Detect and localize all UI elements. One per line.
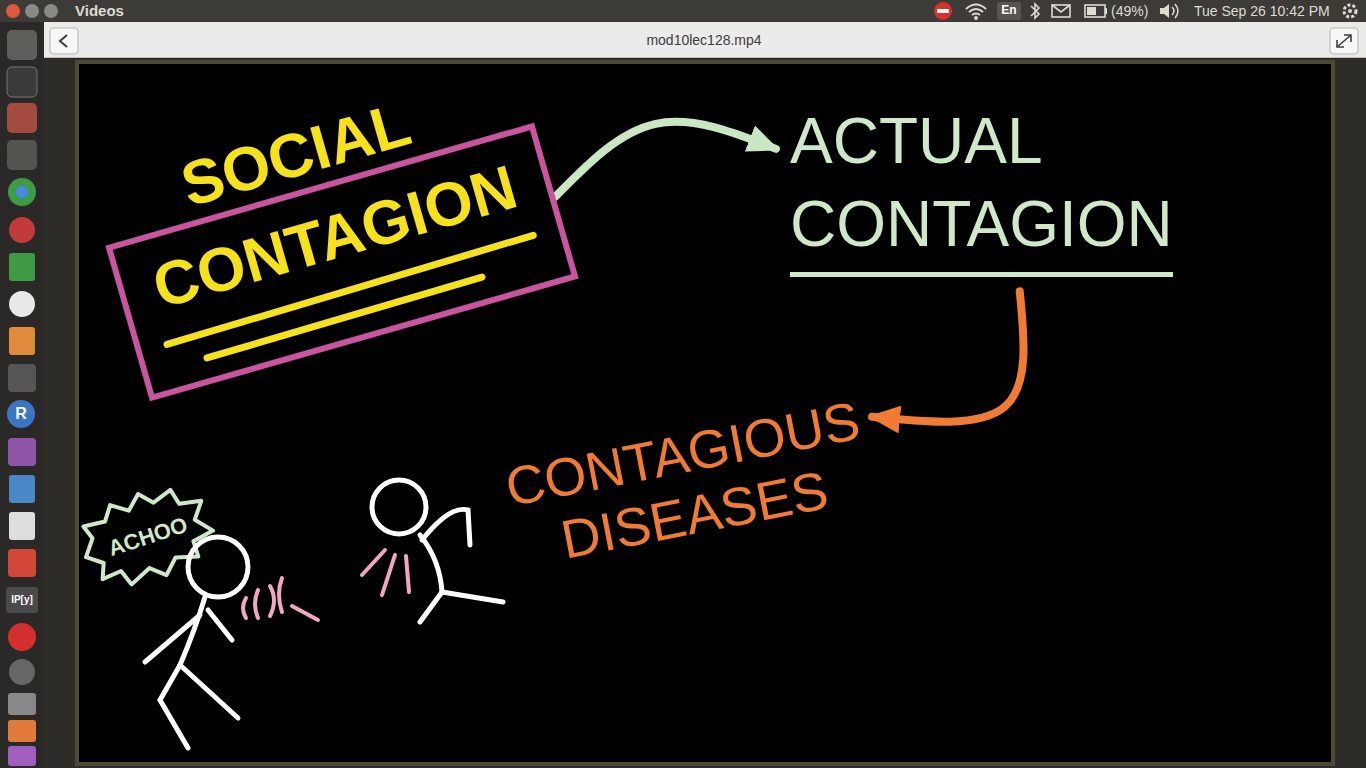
figure-arm: [208, 610, 232, 640]
launcher-icon: [7, 67, 37, 97]
spray-line: [279, 578, 282, 612]
battery-level: [1087, 7, 1096, 15]
minimize-button: [25, 4, 39, 18]
spray-line: [362, 550, 385, 575]
arrow-connector: [555, 122, 776, 197]
screen-label: R: [15, 405, 27, 423]
underline-stroke: [206, 277, 482, 358]
launcher-bar: [0, 22, 44, 768]
back-button: [50, 28, 78, 54]
figure-body: [420, 535, 442, 592]
top-panel: [0, 0, 1366, 22]
screen-label: En: [1001, 4, 1016, 17]
launcher-icon: [9, 327, 35, 355]
underline-stroke: [166, 235, 534, 344]
launcher-icon: [9, 512, 35, 540]
launcher-icon: [8, 693, 36, 715]
screen-label: Videos: [75, 3, 124, 20]
screen-label: IP[y]: [11, 594, 33, 605]
spray-line: [243, 598, 246, 618]
figure-leg: [160, 665, 188, 748]
sneezing-figure: [145, 537, 248, 748]
underlined-heading: ACTUAL CONTAGION: [790, 100, 1173, 277]
battery-tip: [1105, 8, 1107, 14]
figure-leg: [442, 592, 503, 602]
mail-icon: [1052, 5, 1070, 17]
launcher-icon: [8, 549, 36, 577]
maximize-button: [44, 4, 58, 18]
cough-spray: [362, 550, 409, 595]
figure-arm: [422, 509, 470, 545]
mail-flap: [1052, 5, 1070, 12]
fullscreen-button: [1330, 28, 1358, 54]
dnd-icon: [934, 2, 952, 20]
burst-outline: [72, 475, 221, 597]
launcher-icon: [8, 438, 36, 466]
settings-gear-hub: [1348, 9, 1352, 13]
close-button: [6, 4, 20, 18]
figure-head: [188, 537, 248, 597]
screen-label: (49%): [1111, 4, 1148, 19]
launcher-icon: [9, 475, 35, 503]
figure-head: [372, 480, 426, 534]
sneeze-spray: [243, 578, 318, 620]
battery-icon: [1085, 5, 1105, 17]
video-frame: [77, 62, 1333, 764]
launcher-icon: [7, 140, 37, 170]
bluetooth-icon: [1031, 4, 1039, 18]
launcher-icon: [9, 253, 35, 281]
launcher-icon: [8, 178, 36, 206]
settings-gear: [1344, 5, 1356, 17]
launcher-icon: [9, 291, 35, 317]
launcher-icon: [7, 103, 37, 133]
spray-line: [406, 556, 409, 592]
screen-label: mod10lec128.mp4: [646, 33, 761, 48]
launcher-icon: [7, 30, 37, 60]
boxed-heading: SOCIALCONTAGION: [105, 123, 579, 402]
launcher-icon: [6, 587, 38, 613]
header-bar: [44, 22, 1366, 58]
keyboard-layout-box: [997, 2, 1021, 20]
coughing-figure: [372, 480, 503, 622]
launcher-icons: [6, 30, 38, 766]
figure-leg: [180, 665, 238, 718]
spray-line: [255, 590, 258, 618]
speaker-waves: [1172, 4, 1178, 18]
launcher-icon: [9, 217, 35, 243]
achoo-burst: [72, 475, 221, 597]
heading-text: CONTAGIOUS DISEASES: [500, 389, 876, 579]
wifi-icon: [966, 5, 986, 16]
speaker-icon: [1160, 4, 1169, 18]
fullscreen-icon: [1337, 35, 1351, 47]
spray-line: [382, 555, 395, 595]
figure-leg: [420, 592, 442, 622]
screen-label: ACHOO: [105, 513, 190, 561]
launcher-icon: [8, 720, 36, 742]
launcher-icon: [8, 746, 36, 766]
launcher-icon: [9, 659, 35, 685]
launcher-icon: [7, 400, 35, 428]
header-border: [44, 57, 1366, 58]
spray-line: [292, 606, 318, 620]
spray-line: [270, 586, 274, 616]
launcher-icon: [16, 186, 28, 198]
screen-label: Tue Sep 26 10:42 PM: [1194, 4, 1330, 19]
wifi-dot: [974, 16, 978, 20]
figure-arm: [145, 615, 200, 662]
heading-text: ACTUAL CONTAGION: [790, 100, 1173, 277]
launcher-icon: [8, 623, 36, 651]
dnd-bar: [937, 9, 949, 13]
back-chevron: [60, 35, 67, 47]
heading-text-block: CONTAGIOUS DISEASES: [500, 389, 876, 579]
arrow-connector: [872, 291, 1024, 422]
launcher-icon: [8, 364, 36, 392]
